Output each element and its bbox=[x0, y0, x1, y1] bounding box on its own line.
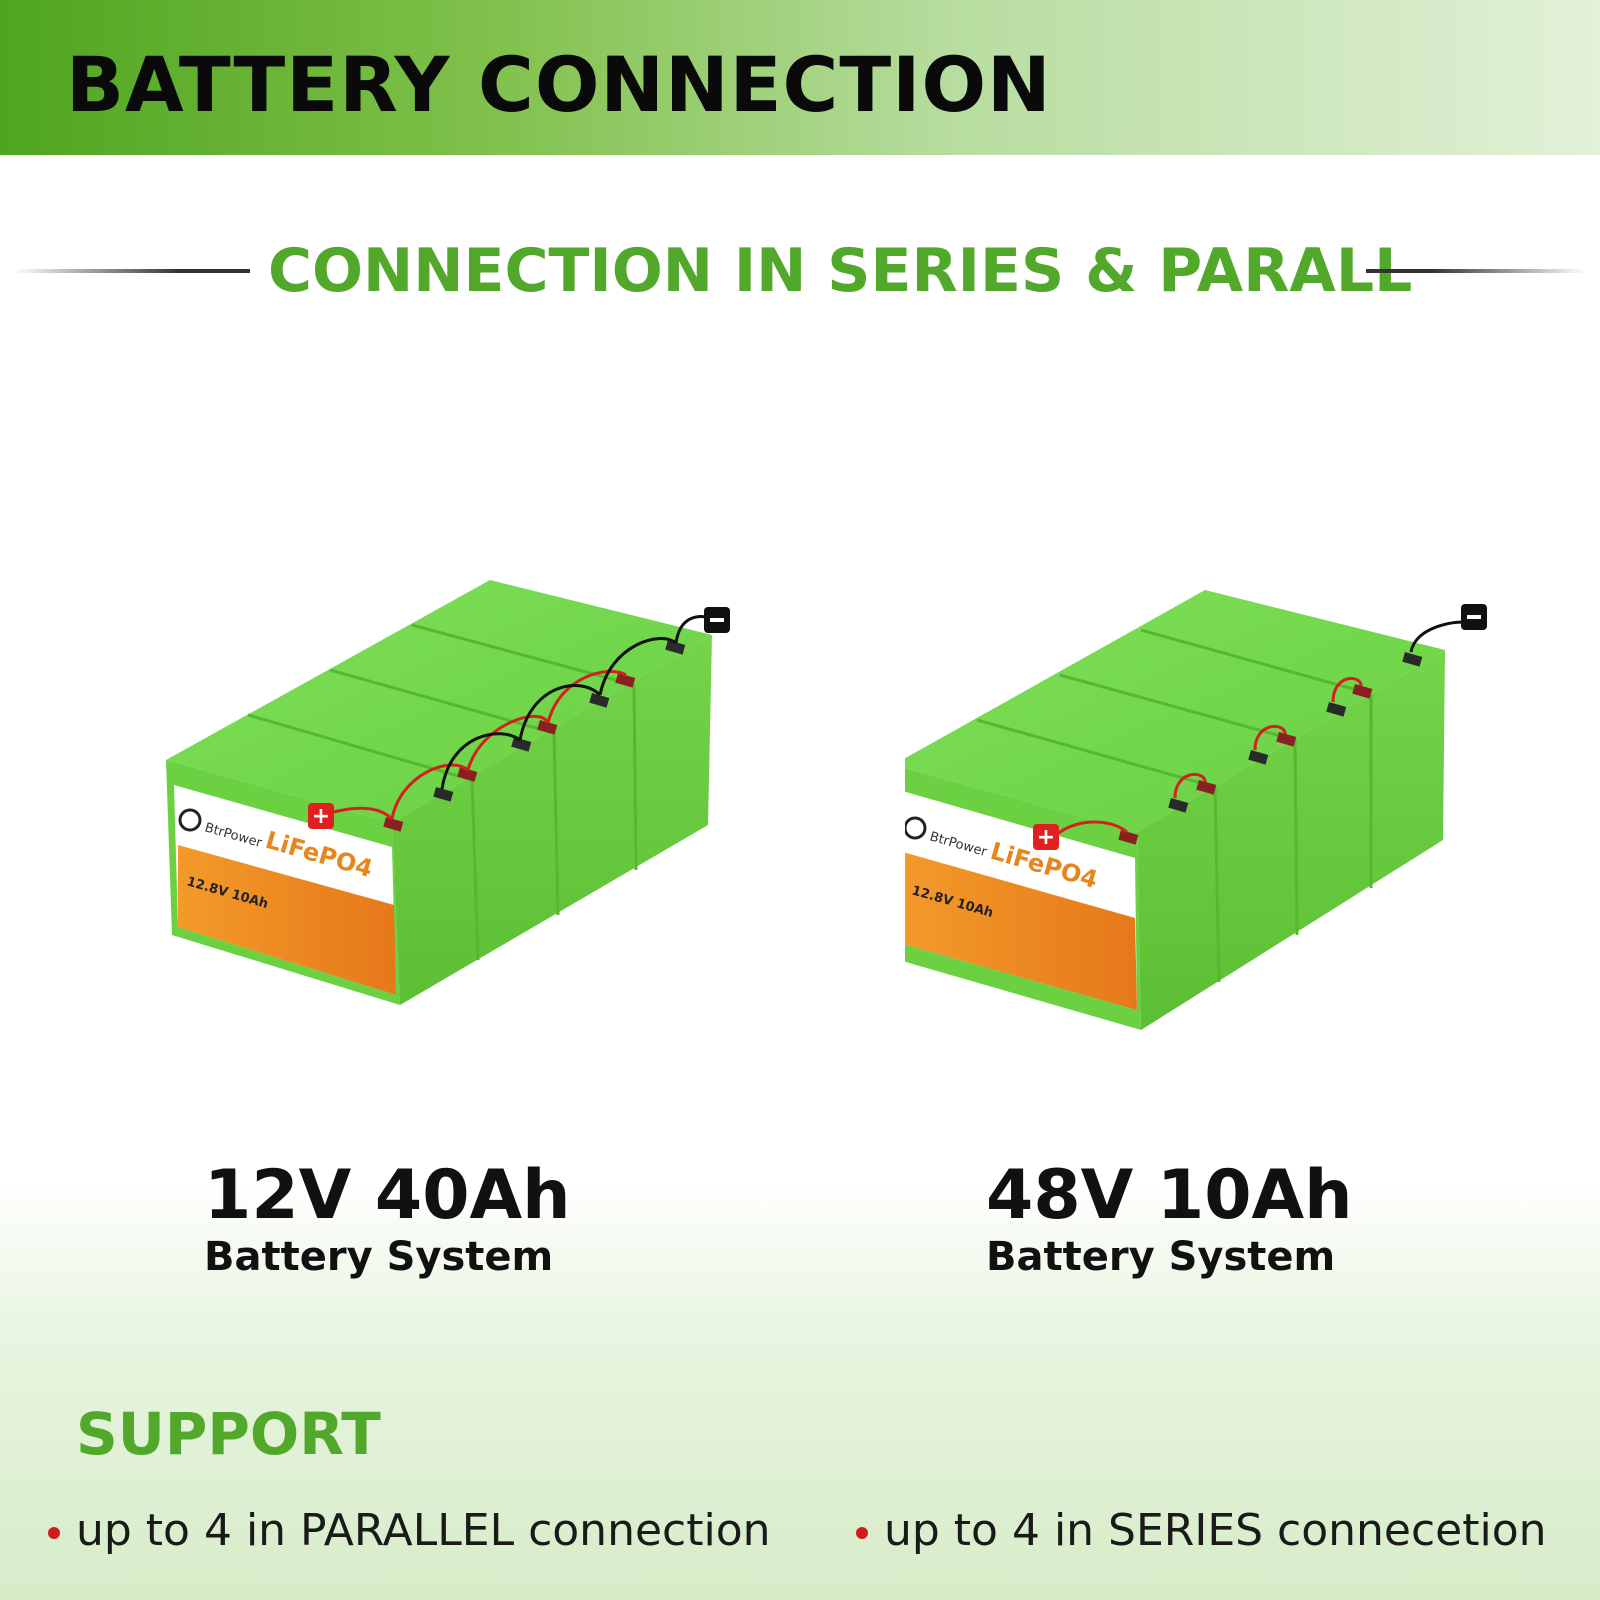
section-subtitle: CONNECTION IN SERIES & PARALL bbox=[268, 236, 1413, 306]
subtitle-row: CONNECTION IN SERIES & PARALL bbox=[0, 236, 1600, 306]
support-title: SUPPORT bbox=[76, 1400, 381, 1468]
system-capacity: 12V 40Ah bbox=[204, 1156, 571, 1235]
support-item-series: up to 4 in SERIES connecetion bbox=[856, 1505, 1547, 1556]
bullet-icon bbox=[48, 1527, 60, 1539]
system-spec-parallel: 12V 40Ah Battery System bbox=[204, 1156, 571, 1281]
header-banner: BATTERY CONNECTION bbox=[0, 0, 1600, 155]
svg-text:+: + bbox=[1037, 825, 1055, 850]
page-title: BATTERY CONNECTION bbox=[66, 40, 1052, 129]
bullet-icon bbox=[856, 1527, 868, 1539]
support-item-parallel: up to 4 in PARALLEL connection bbox=[48, 1505, 771, 1556]
system-label: Battery System bbox=[986, 1234, 1336, 1280]
divider-right bbox=[1366, 269, 1586, 273]
support-item-text: up to 4 in SERIES connecetion bbox=[884, 1505, 1547, 1556]
parallel-battery-pack-image: BtrPower LiFePO4 12.8V 10Ah + bbox=[166, 580, 730, 1005]
support-item-text: up to 4 in PARALLEL connection bbox=[76, 1505, 771, 1556]
system-label: Battery System bbox=[204, 1234, 554, 1280]
system-capacity: 48V 10Ah bbox=[986, 1156, 1353, 1235]
svg-text:+: + bbox=[312, 804, 330, 829]
system-spec-series: 48V 10Ah Battery System bbox=[986, 1156, 1353, 1281]
bottom-background bbox=[0, 1180, 1600, 1600]
divider-left bbox=[14, 269, 250, 273]
series-battery-pack-image: BtrPower LiFePO4 12.8V 10Ah + bbox=[905, 590, 1487, 1030]
